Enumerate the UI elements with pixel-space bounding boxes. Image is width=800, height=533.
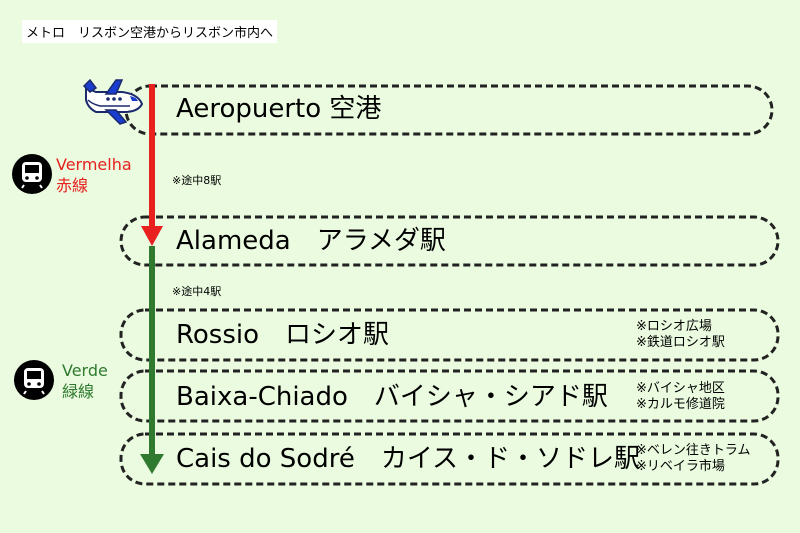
station-notes-rossio: ※ロシオ広場 ※鉄道ロシオ駅: [636, 319, 725, 351]
red-line-name-ja: 赤線: [56, 176, 89, 195]
station-box-aeropuerto: [124, 84, 774, 136]
metro-train-icon: [12, 154, 52, 194]
station-box-baixa-chiado: [119, 369, 780, 423]
metro-train-icon: [14, 360, 54, 400]
station-note: ※カルモ修道院: [636, 397, 725, 412]
green-line-label: Verde 緑線: [62, 360, 108, 402]
station-note: ※ロシオ広場: [636, 319, 712, 334]
station-note: ※バイシャ地区: [636, 381, 725, 396]
green-segment-note: ※途中4駅: [172, 285, 222, 298]
station-name-rossio: Rossio ロシオ駅: [176, 320, 390, 350]
station-box-cais-do-sodre: [119, 432, 780, 486]
red-segment-note: ※途中8駅: [172, 174, 222, 187]
green-line-name: Verde: [62, 361, 108, 380]
airplane-icon: [82, 78, 144, 125]
red-line-name: Vermelha: [56, 155, 132, 174]
station-notes-baixa-chiado: ※バイシャ地区 ※カルモ修道院: [636, 381, 725, 413]
green-line-name-ja: 緑線: [62, 382, 95, 401]
green-line-arrowhead: [140, 454, 164, 474]
station-note: ※ベレン往きトラム: [636, 443, 751, 458]
red-line-label: Vermelha 赤線: [56, 154, 132, 196]
station-name-baixa-chiado: Baixa-Chiado バイシャ・シアド駅: [176, 382, 608, 412]
station-name-cais-do-sodre: Cais do Sodré カイス・ド・ソドレ駅: [176, 444, 641, 474]
station-box-rossio: [119, 308, 780, 362]
station-notes-cais-do-sodre: ※ベレン往きトラム ※リベイラ市場: [636, 443, 751, 475]
page-title: メトロ リスボン空港からリスボン市内へ: [22, 20, 278, 43]
station-name-alameda: Alameda アラメダ駅: [176, 226, 446, 256]
station-name-aeropuerto: Aeropuerto 空港: [176, 94, 382, 124]
station-note: ※鉄道ロシオ駅: [636, 335, 725, 350]
red-line-arrowhead: [141, 226, 163, 246]
station-note: ※リベイラ市場: [636, 459, 725, 474]
